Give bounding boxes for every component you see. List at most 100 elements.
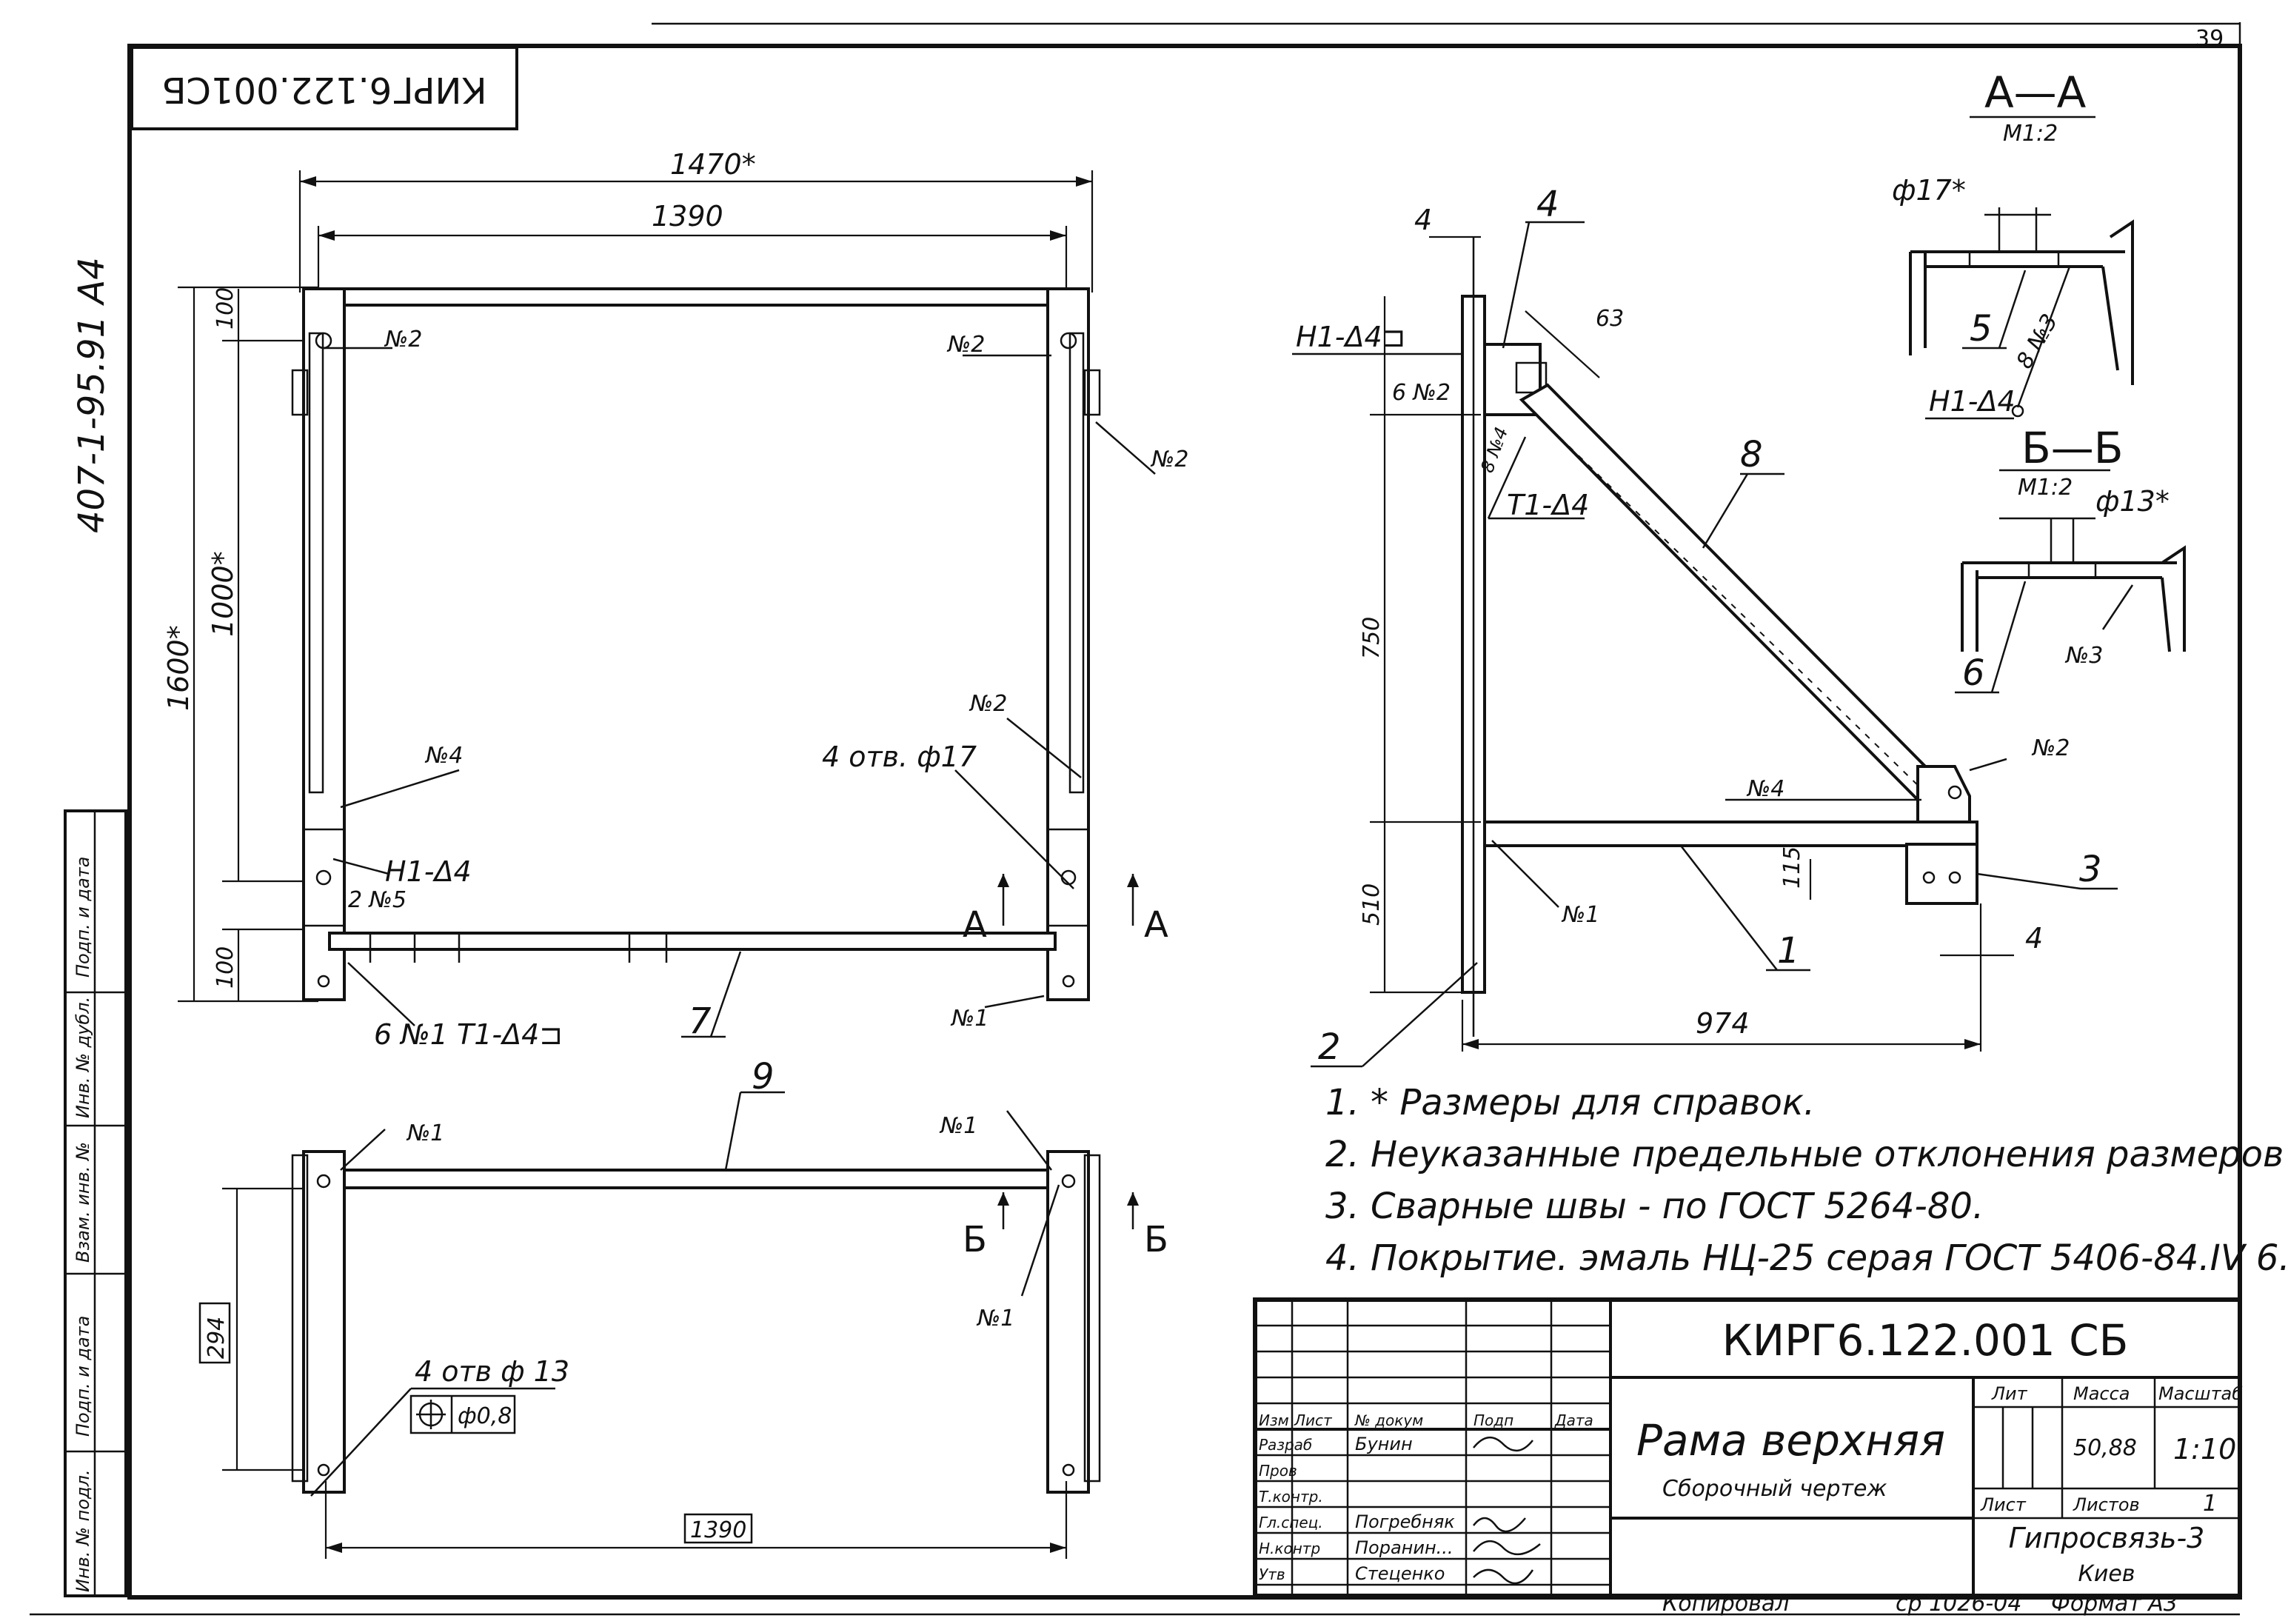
section-bb: Б—Б М1:2 ф13* 6 №3 <box>1955 423 2186 694</box>
tb-mass-label: Масса <box>2073 1383 2130 1404</box>
dim-overall-width: 1470* <box>670 148 756 181</box>
callout-t1: 6 №1 Т1-Δ4⊐ <box>374 1018 563 1051</box>
dim-side-length: 974 <box>1696 1007 1750 1040</box>
section-aa-h1: Н1-Δ4 <box>1929 385 2016 418</box>
dim-overall-height: 1600* <box>162 625 195 711</box>
part-2: 2 <box>1318 1026 1341 1068</box>
section-aa-scale: М1:2 <box>2003 121 2058 147</box>
callout-plan-holes: 4 отв ф 13 <box>415 1355 569 1388</box>
tb-subtitle: Сборочный чертеж <box>1662 1476 1887 1502</box>
tb-mass: 50,88 <box>2073 1435 2137 1461</box>
section-a-right: А <box>1144 904 1168 946</box>
callout-side-n4: №4 <box>1746 776 1784 802</box>
tb-org: Гипросвязь-3 <box>2009 1522 2205 1554</box>
tb-name-4: Погребняк <box>1355 1511 1455 1532</box>
tb-role-4: Гл.спец. <box>1259 1514 1323 1531</box>
callout-side-n2-weld: 6 №2 <box>1392 380 1451 406</box>
callout-n2-c: №2 <box>1150 447 1188 472</box>
tb-name-5: Поранин... <box>1355 1537 1454 1558</box>
dim-plan-width: 1390 <box>690 1517 746 1543</box>
title-block: КИРГ6.122.001 СБ Рама верхняя Сборочный … <box>1253 1297 2243 1598</box>
dim-bottom-offset: 100 <box>213 946 238 989</box>
signature-4 <box>1473 1517 1526 1533</box>
tb-col-sign: Подп <box>1474 1411 1513 1429</box>
dim-plan-depth: 294 <box>204 1317 230 1359</box>
note-3: 3. Сварные швы - по ГОСТ 5264-80. <box>1325 1186 1984 1227</box>
section-bb-diameter: ф13* <box>2095 485 2170 518</box>
tb-role-3: Т.контр. <box>1259 1488 1323 1506</box>
top-stamp: КИРГ6.122.001СБ <box>130 46 518 130</box>
callout-n4: №4 <box>424 743 463 769</box>
callout-side-h1: Н1-Δ4⊐ <box>1296 321 1405 353</box>
sheet-frame <box>30 22 2242 1616</box>
tb-lit-label: Лит <box>1991 1383 2028 1404</box>
signature-1 <box>1473 1437 1533 1451</box>
part-5: 5 <box>1970 308 1993 350</box>
section-a-left: А <box>963 904 987 946</box>
callout-n2-b: №2 <box>946 332 985 358</box>
callout-n1: №1 <box>950 1006 989 1032</box>
tb-role-1: Разраб <box>1259 1436 1312 1454</box>
tb-col-doc: № докум <box>1354 1411 1423 1429</box>
section-bb-title: Б—Б <box>2021 423 2124 473</box>
note-4: 4. Покрытие. эмаль НЦ-25 серая ГОСТ 5406… <box>1325 1237 2288 1279</box>
note-2: 2. Неуказанные предельные отклонения раз… <box>1325 1134 2288 1175</box>
tb-sheet-label: Лист <box>1980 1494 2027 1515</box>
side-code: 407-1-95.91 А4 <box>71 257 113 533</box>
callout-h1: Н1-Δ4 <box>385 855 472 888</box>
tb-role-5: Н.контр <box>1259 1540 1320 1557</box>
section-b-left: Б <box>963 1219 987 1260</box>
tb-name-1: Бунин <box>1355 1434 1413 1454</box>
tb-sheets: 1 <box>2203 1491 2217 1517</box>
tb-name-6: Стеценко <box>1355 1563 1445 1584</box>
section-aa-title: А—А <box>1984 67 2087 118</box>
strip-label-orig-inv: Инв. № подл. <box>73 1469 93 1592</box>
strip-label-sign-date-1: Подп. и дата <box>73 857 93 978</box>
section-b-right: Б <box>1144 1219 1168 1260</box>
part-3: 3 <box>2079 849 2102 890</box>
part-8: 8 <box>1740 434 1763 475</box>
callout-side-n2: №2 <box>2031 735 2070 761</box>
dim-side-upper: 750 <box>1359 617 1385 659</box>
left-strip: Подп. и дата Инв. № дубл. Взам. инв. № П… <box>64 809 127 1597</box>
callout-side-n1: №1 <box>1561 902 1599 928</box>
dim-side-top: 4 <box>1414 204 1432 236</box>
callout-plan-n1-a: №1 <box>406 1120 444 1146</box>
section-aa-weld: 8 №3 <box>2012 310 2064 373</box>
part-1: 1 <box>1777 930 1800 972</box>
front-view: 1470* 1390 1600* 1000* 100 100 <box>162 148 1188 1051</box>
tb-scale: 1:10 <box>2173 1433 2236 1466</box>
page-number: 39 <box>2195 26 2224 52</box>
tb-designation: КИРГ6.122.001 СБ <box>1722 1315 2129 1366</box>
dim-top-offset: 100 <box>213 287 238 330</box>
part-6: 6 <box>1962 652 1985 694</box>
signature-5 <box>1473 1540 1541 1555</box>
tb-sheets-label: Листов <box>2073 1494 2140 1515</box>
callout-side-t1: Т1-Δ4 <box>1507 489 1589 521</box>
section-aa: А—А М1:2 ф17* 5 8 №3 Н1-Δ4 <box>1892 67 2134 420</box>
callout-holes: 4 отв. ф17 <box>822 741 977 773</box>
tb-city: Киев <box>2078 1561 2135 1587</box>
copied-by-label: Копировал <box>1662 1591 1789 1617</box>
tb-col-list: Лист <box>1294 1411 1333 1429</box>
dim-brace-size: 63 <box>1596 306 1624 332</box>
tb-role-2: Пров <box>1259 1462 1297 1480</box>
strip-label-dup-inv: Инв. № дубл. <box>73 997 93 1118</box>
note-1: 1. * Размеры для справок. <box>1325 1082 1815 1123</box>
callout-n5: 2 №5 <box>348 887 407 913</box>
order-number: ср 1026-04 <box>1896 1591 2021 1617</box>
callout-n2-a: №2 <box>384 327 422 352</box>
tb-col-date: Дата <box>1554 1411 1593 1429</box>
part-9: 9 <box>752 1056 775 1097</box>
strip-label-replace-inv: Взам. инв. № <box>73 1142 93 1263</box>
signature-6 <box>1473 1568 1534 1585</box>
callout-plan-n1-b: №1 <box>939 1113 977 1139</box>
dim-inner-height: 1000* <box>207 551 239 637</box>
section-bb-weld: №3 <box>2064 643 2103 669</box>
notes: 1. * Размеры для справок. 2. Неуказанные… <box>1325 1082 2288 1279</box>
tb-col-izm: Изм <box>1259 1411 1289 1429</box>
callout-plan-n1-c: №1 <box>976 1306 1014 1331</box>
dim-side-lower: 510 <box>1359 883 1385 926</box>
part-4: 4 <box>1536 184 1559 225</box>
